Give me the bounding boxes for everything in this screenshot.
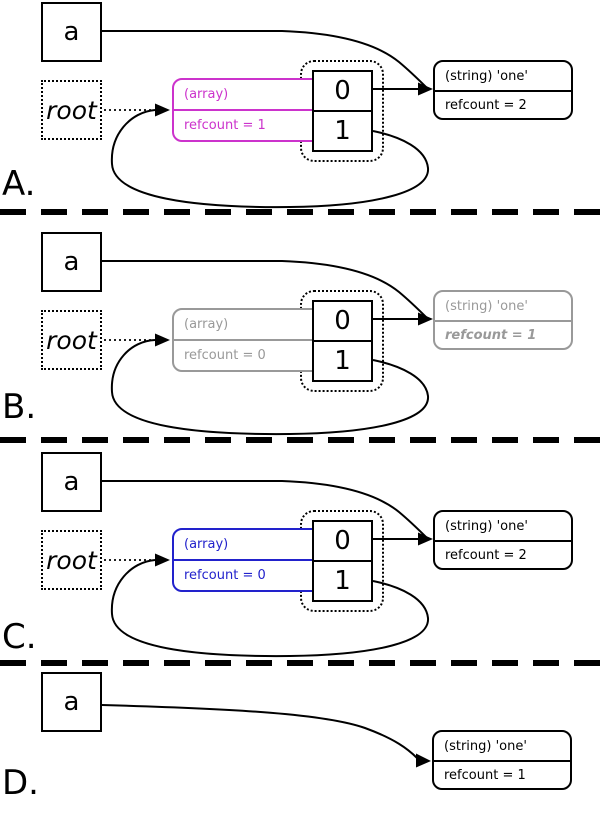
array-slot-0: 0 — [314, 72, 371, 112]
root-box: root — [41, 80, 102, 140]
string-type-label: (string) 'one' — [434, 732, 570, 762]
string-box: (string) 'one' refcount = 2 — [433, 510, 573, 570]
string-box: (string) 'one' refcount = 1 — [433, 290, 573, 350]
panel-label-a: A. — [2, 164, 36, 204]
arrowhead — [155, 553, 170, 567]
array-type-label: (array) — [174, 310, 320, 341]
variable-box: a — [41, 2, 102, 62]
array-box: (array) refcount = 1 — [172, 78, 322, 142]
root-box: root — [41, 530, 102, 590]
array-refcount-label: refcount = 1 — [184, 118, 266, 133]
array-refcount-label: refcount = 0 — [184, 568, 266, 583]
array-slot-0: 0 — [314, 302, 371, 342]
string-refcount-label: refcount = 1 — [444, 767, 526, 783]
arrowhead — [418, 82, 433, 96]
string-refcount-label: refcount = 1 — [445, 327, 537, 343]
string-refcount-label: refcount = 2 — [445, 547, 527, 563]
array-slots-table: 0 1 — [312, 70, 373, 152]
array-box: (array) refcount = 0 — [172, 308, 322, 372]
variable-box: a — [41, 672, 102, 732]
array-slots-table: 0 1 — [312, 520, 373, 602]
string-type-label: (string) 'one' — [435, 62, 571, 92]
array-slot-1: 1 — [334, 346, 351, 376]
array-type-label: (array) — [174, 530, 320, 561]
variable-box: a — [41, 452, 102, 512]
array-box: (array) refcount = 0 — [172, 528, 322, 592]
arrowhead — [418, 532, 433, 546]
string-box: (string) 'one' refcount = 2 — [433, 60, 573, 120]
arrowhead — [155, 333, 170, 347]
panel-label-d: D. — [2, 763, 39, 803]
string-type-label: (string) 'one' — [435, 512, 571, 542]
array-slot-0: 0 — [314, 522, 371, 562]
root-box: root — [41, 310, 102, 370]
array-type-label: (array) — [174, 80, 320, 111]
arrowhead — [418, 312, 433, 326]
array-slot-1: 1 — [334, 116, 351, 146]
array-refcount-label: refcount = 0 — [184, 348, 266, 363]
string-refcount-label: refcount = 2 — [445, 97, 527, 113]
array-slot-1: 1 — [334, 566, 351, 596]
variable-box: a — [41, 232, 102, 292]
arrowhead — [416, 753, 431, 768]
panel-label-c: C. — [2, 617, 37, 657]
arrowhead — [155, 103, 170, 117]
array-slots-table: 0 1 — [312, 300, 373, 382]
string-type-label: (string) 'one' — [435, 292, 571, 322]
panel-label-b: B. — [2, 387, 37, 427]
arrow-a-to-string — [101, 704, 418, 759]
string-box: (string) 'one' refcount = 1 — [432, 730, 572, 790]
